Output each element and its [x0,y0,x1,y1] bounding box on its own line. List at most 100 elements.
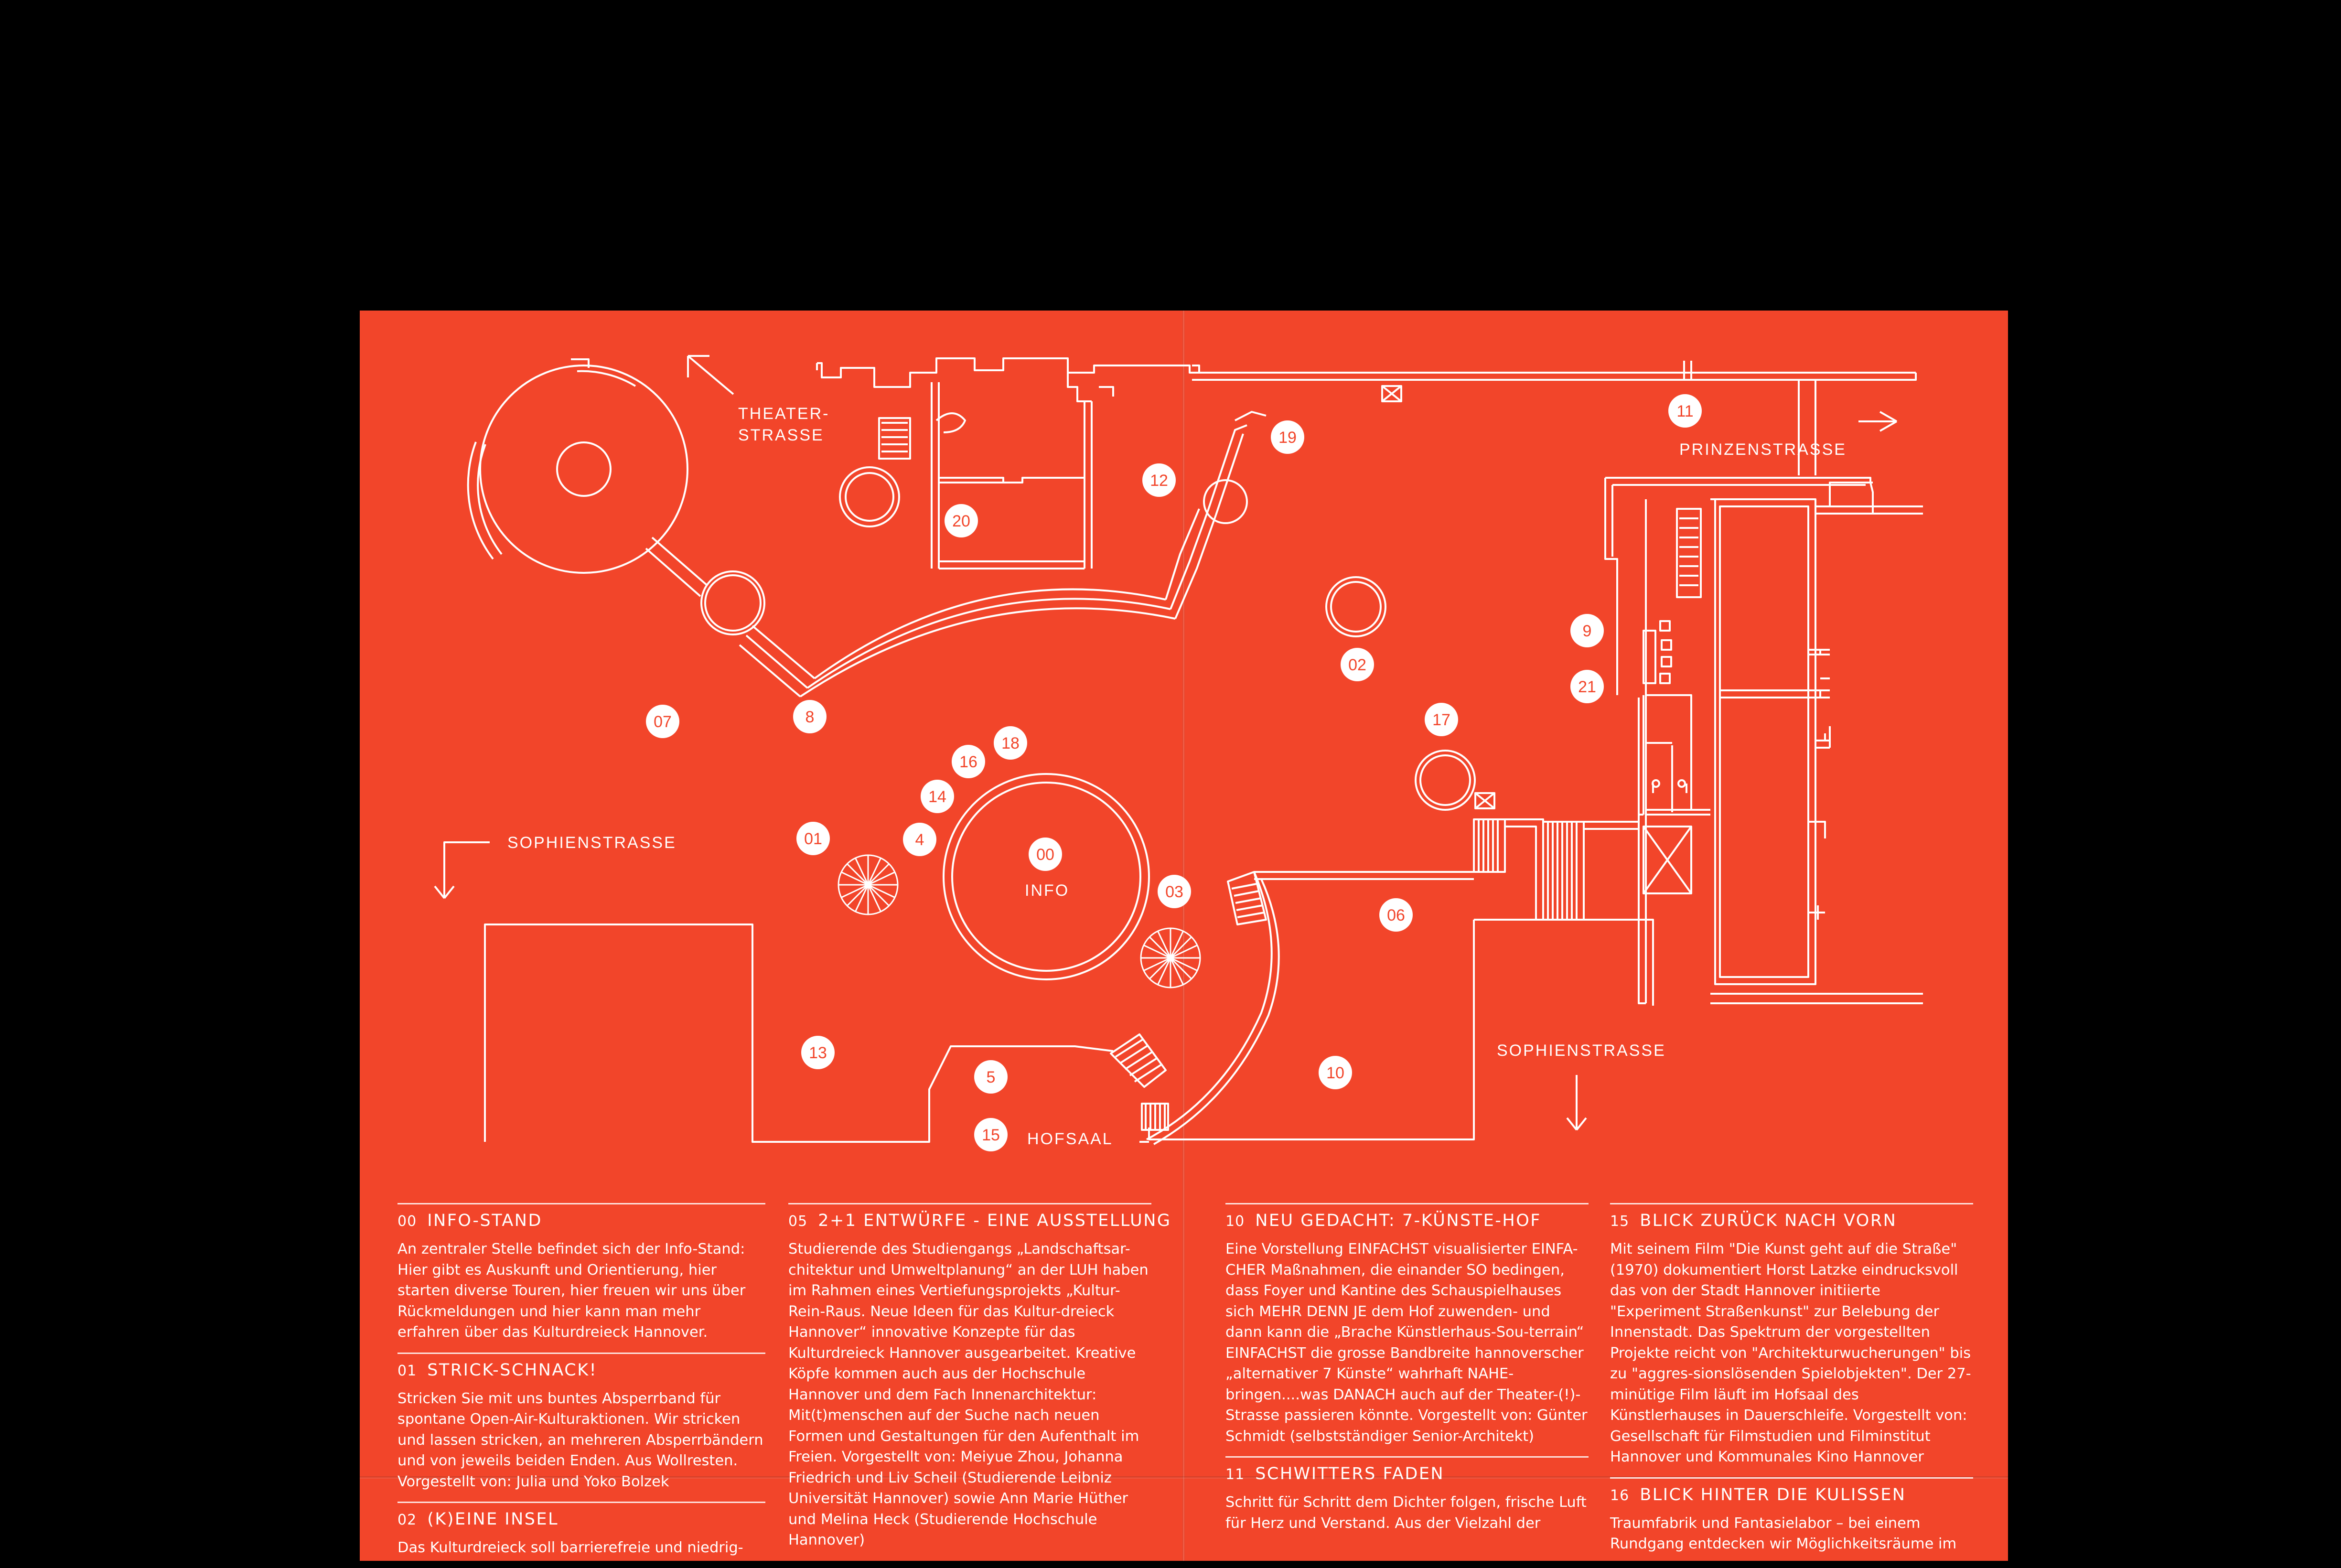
round-building [467,358,688,574]
marker-00[interactable]: 00 [1029,838,1062,871]
info-circle-outer [951,782,1141,972]
svg-text:15: 15 [982,1126,1000,1144]
svg-text:02: 02 [1348,656,1366,674]
marker-9[interactable]: 9 [1570,614,1604,647]
svg-text:03: 03 [1165,883,1183,901]
marker-03[interactable]: 03 [1158,875,1191,908]
legend-text: Schritt für Schritt dem Dichter folgen, … [1225,1494,1587,1532]
marker-13[interactable]: 13 [801,1036,835,1069]
prinzen-entrance [1798,380,1816,475]
legend-text: An zentraler Stelle befindet sich der In… [397,1241,746,1341]
kuenstlerhaus [1604,477,1923,1004]
theater-building [816,357,1319,569]
svg-text:07: 07 [654,713,672,731]
legend-text: Eine Vorstellung EINFACHST visualisierte… [1225,1241,1588,1445]
street-label-sophien-left: SOPHIENSTRASSE [507,834,677,852]
tree-icon [1140,927,1201,988]
marker-14[interactable]: 14 [921,780,954,813]
rotunda-02 [1325,576,1386,637]
marker-12[interactable]: 12 [1142,463,1176,497]
legend-heading: 02(K)EINE INSEL [397,1510,559,1529]
marker-20[interactable]: 20 [945,504,978,537]
street-label-prinzen: PRINZENSTRASSE [1679,440,1847,459]
stair-19 [1207,411,1267,516]
svg-text:4: 4 [915,831,924,849]
marker-18[interactable]: 18 [994,726,1027,760]
svg-text:5: 5 [987,1068,996,1086]
svg-text:00: 00 [1036,846,1054,864]
legend-text: Studierende des Studiengangs „Landschaft… [788,1241,1149,1548]
rotunda-right [1203,479,1248,524]
marker-02[interactable]: 02 [1341,648,1374,681]
elevator-box [1381,385,1402,402]
legend-text: Das Kulturdreieck soll barrierefreie und… [397,1539,743,1556]
legend-text: Traumfabrik und Fantasielabor – bei eine… [1610,1514,1957,1553]
arc-colonnade-ramp [1165,508,1217,619]
svg-text:21: 21 [1578,678,1596,696]
arrow-prinzenstrasse [1858,411,1897,432]
marker-17[interactable]: 17 [1425,703,1458,736]
place-label-hofsaal: HOFSAAL [1027,1130,1113,1148]
arrow-sophienstrasse-left [434,841,490,899]
marker-15[interactable]: 15 [974,1118,1008,1151]
svg-text:9: 9 [1583,622,1592,640]
svg-text:13: 13 [809,1044,827,1062]
marker-10[interactable]: 10 [1319,1056,1352,1089]
marker-19[interactable]: 19 [1271,420,1304,454]
svg-text:19: 19 [1278,429,1297,447]
svg-text:12: 12 [1150,472,1168,490]
street-label-sophien-right: SOPHIENSTRASSE [1497,1042,1666,1060]
horizontal-fold [360,1476,2008,1479]
place-label-info: INFO [1025,881,1069,900]
arc-colonnade [799,588,1176,698]
tree-icon [838,854,899,915]
legend-text: Mit seinem Film "Die Kunst geht auf die … [1610,1241,1971,1465]
svg-text:18: 18 [1001,734,1020,752]
svg-text:14: 14 [928,788,946,806]
marker-5[interactable]: 5 [974,1060,1008,1094]
svg-text:16: 16 [959,753,977,771]
marker-21[interactable]: 21 [1570,670,1604,703]
marker-8[interactable]: 8 [793,700,827,733]
street-label-theater-2: STRASSE [738,426,824,444]
rotunda-left [704,574,762,632]
marker-4[interactable]: 4 [903,823,936,856]
marker-16[interactable]: 16 [952,745,985,778]
arrow-sophienstrasse-right [1566,1075,1587,1131]
marker-01[interactable]: 01 [796,822,830,855]
svg-text:17: 17 [1432,711,1450,729]
connector-walk [645,537,708,597]
svg-text:11: 11 [1676,402,1693,420]
svg-text:01: 01 [804,830,822,848]
legend-entry-02: 02(K)EINE INSEL Das Kulturdreieck soll b… [397,1502,765,1558]
legend-text: Stricken Sie mit uns buntes Absperrband … [397,1390,763,1490]
marker-06[interactable]: 06 [1379,898,1413,932]
entrance-stairs [1473,792,1639,921]
svg-text:10: 10 [1326,1064,1344,1082]
arrow-theaterstrasse [687,355,734,395]
zigzag-walk [739,625,816,698]
center-fold [1182,311,1185,1561]
marker-11[interactable]: 11 [1668,394,1702,428]
street-label-theater: THEATER- [738,405,829,423]
marker-07[interactable]: 07 [646,705,679,738]
